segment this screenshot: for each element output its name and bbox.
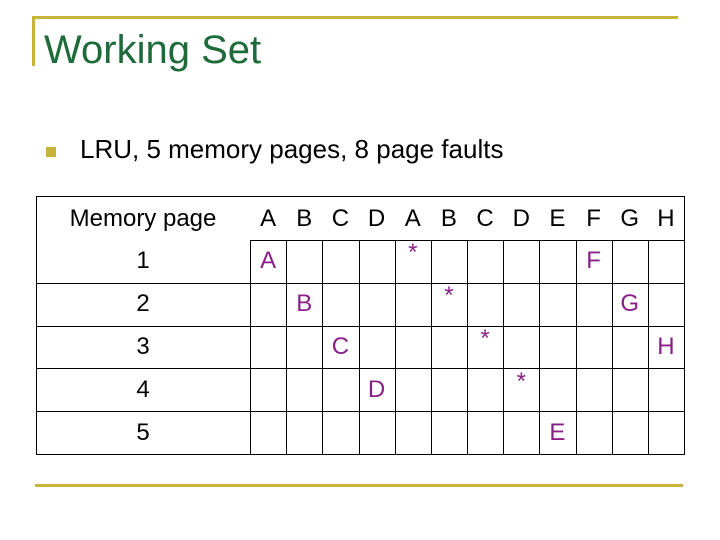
reuse-marker: *: [480, 325, 490, 352]
reference-column-header: C: [476, 205, 494, 232]
column-divider: [539, 240, 541, 454]
reference-column-header: D: [512, 205, 530, 232]
loaded-page-cell: E: [549, 418, 566, 446]
page-row-label: 4: [136, 375, 150, 403]
row-divider: [36, 411, 684, 413]
loaded-page-cell: B: [296, 290, 313, 318]
bottom-rule: [35, 484, 683, 487]
reference-column-header: F: [586, 205, 601, 232]
reuse-marker: *: [408, 239, 418, 267]
top-rule: [32, 16, 678, 19]
column-divider: [358, 240, 360, 454]
reuse-marker: *: [444, 282, 454, 310]
bullet-square-icon: [46, 146, 56, 157]
page-row-label: 3: [136, 333, 150, 360]
column-divider: [250, 240, 251, 454]
reference-column-header: H: [657, 205, 675, 232]
reference-column-header: D: [367, 205, 386, 232]
column-divider: [611, 240, 613, 454]
page-row-label: 1: [136, 247, 150, 275]
column-divider: [430, 240, 432, 454]
reference-column-header: G: [620, 205, 640, 232]
loaded-page-cell: C: [331, 333, 350, 360]
reference-column-header: C: [331, 205, 350, 232]
reference-column-header: A: [404, 205, 421, 232]
column-divider: [647, 240, 649, 454]
reference-column-header: A: [260, 205, 277, 232]
table-border-right: [684, 196, 685, 454]
slide-title: Working Set: [44, 28, 262, 72]
reuse-marker: *: [516, 367, 526, 395]
row-divider: [36, 368, 684, 370]
page-row-label: 5: [136, 418, 150, 446]
loaded-page-cell: G: [620, 290, 640, 318]
loaded-page-cell: A: [260, 247, 277, 275]
memory-page-header: Memory page: [69, 205, 217, 232]
column-divider: [322, 240, 324, 454]
bullet-text: LRU, 5 memory pages, 8 page faults: [80, 134, 504, 164]
loaded-page-cell: D: [367, 375, 386, 403]
page-row-label: 2: [136, 290, 150, 318]
loaded-page-cell: H: [657, 333, 675, 360]
row-divider: [36, 325, 684, 327]
loaded-page-cell: F: [586, 247, 601, 275]
table-border-left: [36, 196, 37, 454]
table-border-top: [36, 196, 684, 197]
column-divider: [394, 240, 396, 454]
column-divider: [286, 240, 288, 454]
table-border-bottom: [36, 454, 685, 455]
column-divider: [467, 240, 468, 454]
column-divider: [575, 240, 577, 454]
reference-column-header: E: [549, 205, 566, 232]
row-divider: [36, 282, 684, 284]
left-rule: [32, 16, 35, 66]
reference-column-header: B: [296, 205, 313, 232]
bullet-item: LRU, 5 memory pages, 8 page faults: [46, 134, 503, 165]
reference-column-header: B: [440, 205, 457, 232]
column-divider: [503, 240, 505, 454]
